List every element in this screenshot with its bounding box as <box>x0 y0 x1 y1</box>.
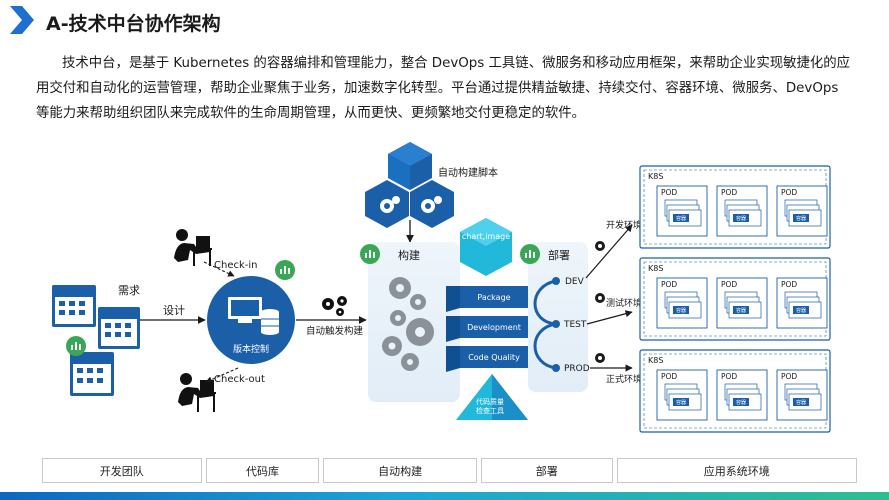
design-label: 设计 <box>163 304 185 317</box>
auto-trigger-label: 自动触发构建 <box>306 325 364 337</box>
container-badge <box>733 398 749 406</box>
deploy-label: 部署 <box>548 248 570 262</box>
calendar-icon <box>52 285 96 327</box>
pod-label: POD <box>721 188 737 197</box>
container-label: 容器 <box>676 215 686 222</box>
container-badge <box>673 306 689 314</box>
container-label: 容器 <box>676 307 686 314</box>
container-label: 容器 <box>736 399 746 406</box>
check-in-label: Check-in <box>214 260 258 271</box>
pod-label: POD <box>781 372 797 381</box>
pod-label: POD <box>721 372 737 381</box>
pod: POD 容器 <box>776 277 828 329</box>
pod: POD 容器 <box>716 369 768 421</box>
stage-package: Package <box>477 293 510 302</box>
pod-label: POD <box>661 372 677 381</box>
developer-icon <box>174 229 212 266</box>
chevron-right-icon <box>10 6 34 34</box>
chart-badge-icon <box>360 244 380 264</box>
footer-app-env: 应用系统环境 <box>616 458 857 483</box>
container-label: 容器 <box>736 215 746 222</box>
pod: POD 容器 <box>716 185 768 237</box>
env-label-dev: 开发环境 <box>606 219 642 231</box>
container-label: 容器 <box>796 307 806 314</box>
k8s-clusters: K8S POD 容器 POD 容器 POD 容器 K8S POD 容器 POD 容器 POD 容器 K8S P… <box>639 165 831 433</box>
k8s-cluster: K8S POD 容器 POD 容器 POD 容器 <box>639 257 831 341</box>
pod-label: POD <box>721 280 737 289</box>
deploy-panel <box>528 242 588 392</box>
stage-code-quality: Code Quality <box>468 353 520 362</box>
chart-image-label: chart,image <box>462 232 510 241</box>
k8s-label: K8S <box>648 356 663 365</box>
env-label-test: 测试环境 <box>606 297 642 309</box>
k8s-cluster: K8S POD 容器 POD 容器 POD 容器 <box>639 165 831 249</box>
container-label: 容器 <box>676 399 686 406</box>
pod: POD 容器 <box>776 185 828 237</box>
title-bar: A-技术中台协作架构 <box>0 0 889 42</box>
gears-icon <box>382 277 434 371</box>
container-badge <box>733 214 749 222</box>
container-label: 容器 <box>796 399 806 406</box>
pod: POD 容器 <box>776 369 828 421</box>
k8s-cluster: K8S POD 容器 POD 容器 POD 容器 <box>639 349 831 433</box>
gear-icon <box>595 293 605 303</box>
pod: POD 容器 <box>656 369 708 421</box>
page-title: A-技术中台协作架构 <box>46 13 221 35</box>
container-label: 容器 <box>796 215 806 222</box>
k8s-label: K8S <box>648 172 663 181</box>
check-out-label: Check-out <box>214 374 265 385</box>
pod: POD 容器 <box>656 277 708 329</box>
footer-deploy: 部署 <box>480 458 613 483</box>
footer-code-repo: 代码库 <box>205 458 320 483</box>
env-node-dev: DEV <box>565 277 585 287</box>
version-control-node: 版本控制 <box>207 276 295 364</box>
container-badge <box>793 214 809 222</box>
footer-dev-team: 开发团队 <box>42 458 202 483</box>
pod: POD 容器 <box>716 277 768 329</box>
calendar-icon <box>70 352 114 396</box>
pod-label: POD <box>781 280 797 289</box>
env-label-prod: 正式环境 <box>606 373 642 385</box>
container-label: 容器 <box>736 307 746 314</box>
gears-icon <box>322 296 347 316</box>
code-quality-tool-line1: 代码质量 <box>476 397 504 406</box>
container-badge <box>673 214 689 222</box>
gear-icon <box>595 241 605 251</box>
footer-bar: 开发团队 代码库 自动构建 部署 应用系统环境 <box>42 458 857 483</box>
container-badge <box>793 398 809 406</box>
chart-badge-icon <box>275 260 295 280</box>
chart-badge-icon <box>520 244 540 264</box>
version-control-label: 版本控制 <box>233 343 269 355</box>
auto-script-label: 自动构建脚本 <box>438 166 498 179</box>
intro-paragraph: 技术中台，是基于 Kubernetes 的容器编排和管理能力，整合 DevOps… <box>36 56 851 121</box>
code-quality-tool-line2: 检查工具 <box>476 406 504 415</box>
container-badge <box>733 306 749 314</box>
pod-label: POD <box>661 188 677 197</box>
developer-icon <box>178 373 216 412</box>
build-script-cubes <box>365 142 454 228</box>
code-quality-pyramid: 代码质量 检查工具 <box>456 374 528 420</box>
chart-image-cube: chart,image <box>460 218 512 276</box>
container-badge <box>793 306 809 314</box>
pod-label: POD <box>781 188 797 197</box>
chart-badge-icon <box>66 336 86 356</box>
requirement-label: 需求 <box>118 284 140 297</box>
footer-auto-build: 自动构建 <box>323 458 477 483</box>
bottom-stripe <box>0 492 889 500</box>
gear-icon <box>595 353 605 363</box>
build-label: 构建 <box>398 248 420 262</box>
env-node-prod: PROD <box>564 364 590 374</box>
calendar-icon <box>98 307 140 349</box>
pipeline-stages: Package Development Code Quality <box>446 286 528 372</box>
k8s-label: K8S <box>648 264 663 273</box>
pod-label: POD <box>661 280 677 289</box>
stage-development: Development <box>467 323 521 332</box>
pod: POD 容器 <box>656 185 708 237</box>
env-node-test: TEST <box>563 320 587 330</box>
container-badge <box>673 398 689 406</box>
